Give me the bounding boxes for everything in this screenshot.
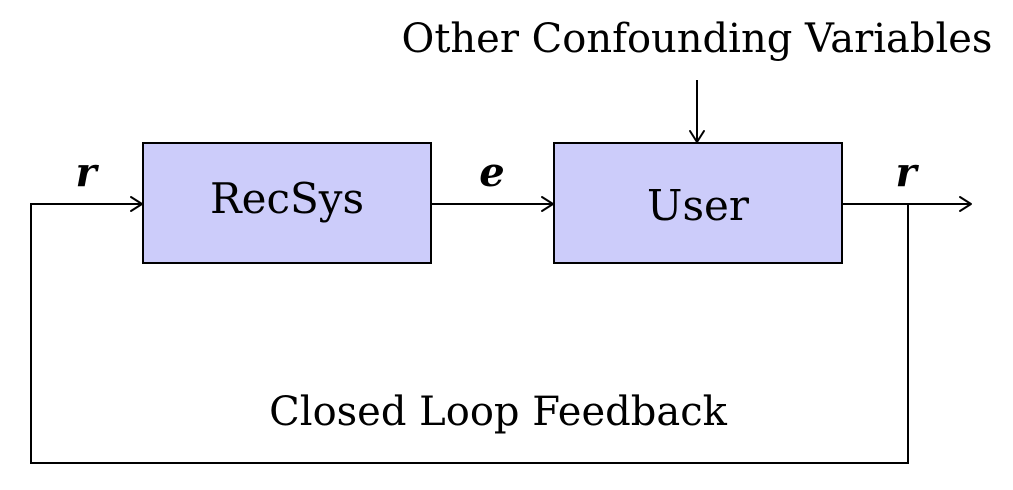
middle-signal-label: e: [479, 149, 504, 196]
user-node: User: [553, 142, 843, 264]
recsys-node: RecSys: [142, 142, 432, 264]
recsys-label: RecSys: [210, 174, 364, 223]
feedback-loop-path: [30, 203, 909, 464]
output-arrowhead: [959, 196, 972, 212]
user-input-arrowhead: [541, 196, 554, 212]
user-label: User: [647, 181, 750, 230]
confounding-variables-label: Other Confounding Variables: [402, 16, 993, 62]
input-signal-label: r: [75, 149, 99, 196]
recsys-input-arrowhead: [130, 196, 143, 212]
output-signal-label: r: [895, 149, 919, 196]
closed-loop-label: Closed Loop Feedback: [269, 389, 727, 435]
